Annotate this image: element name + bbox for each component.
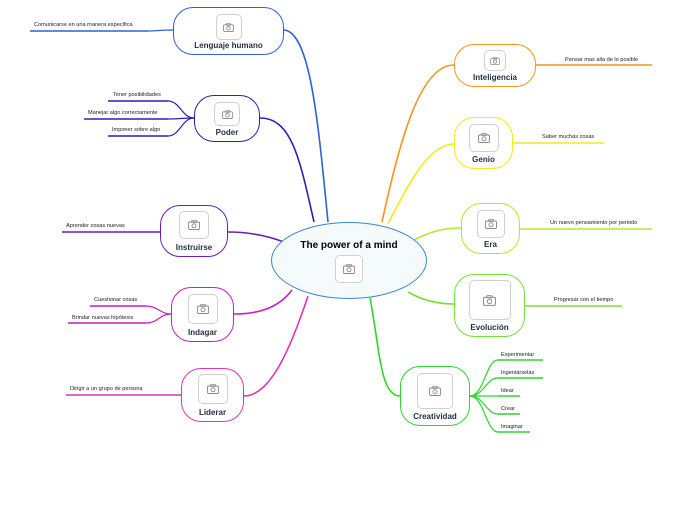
topic-label: Inteligencia (472, 73, 517, 82)
topic-inteligencia[interactable]: Inteligencia (454, 44, 536, 87)
topic-liderar[interactable]: Liderar (181, 368, 244, 422)
branch-inteligencia (381, 64, 455, 223)
leaf-tener-posibilidades[interactable]: Tener posibilidades (113, 92, 161, 98)
camera-icon (417, 373, 453, 409)
branch-evolucion (407, 291, 455, 305)
camera-icon (484, 50, 506, 71)
branch-liderar (243, 295, 309, 397)
leaf-imponer-sobre-algo[interactable]: Imponer sobre algo (112, 127, 161, 133)
branch-instruirse (227, 231, 285, 243)
topic-indagar[interactable]: Indagar (171, 287, 234, 342)
leaf-imaginar[interactable]: Imaginar (501, 424, 523, 430)
leaf-idear[interactable]: Idear (501, 388, 514, 394)
camera-icon (197, 374, 228, 404)
camera-icon (468, 280, 511, 320)
leaf-manejar-algo[interactable]: Manejar algo correctamente (88, 110, 158, 116)
leaf-comunicarse[interactable]: Comunicarse en una manera especifica (34, 22, 133, 28)
branch-poder (259, 117, 315, 223)
camera-icon (476, 210, 505, 238)
branch-lenguaje (283, 29, 329, 223)
topic-lenguaje-humano[interactable]: Lenguaje humano (173, 7, 284, 55)
leaf-aprender-cosas[interactable]: Aprender cosas nuevas (66, 223, 125, 229)
camera-icon (335, 255, 363, 283)
topic-label: Evolución (470, 323, 509, 332)
topic-evolucion[interactable]: Evolución (454, 274, 525, 337)
leaf-pensar-mas-alla[interactable]: Pensar mas alla de lo posible (565, 57, 639, 63)
topic-label: Poder (215, 128, 239, 137)
central-topic[interactable]: The power of a mind (271, 222, 427, 299)
camera-icon (179, 211, 209, 239)
camera-icon (215, 14, 242, 40)
branch-indagar (233, 289, 293, 315)
leaf-nuevo-pensamiento[interactable]: Un nuevo pensamiento por periodo (550, 220, 638, 226)
topic-era[interactable]: Era (461, 203, 520, 254)
branch-creatividad (369, 297, 401, 397)
camera-icon (214, 102, 240, 126)
branch-era (413, 227, 462, 241)
leaf-brindar-hipotesis[interactable]: Brindar nuevas hipótesis (72, 315, 134, 321)
topic-label: Genio (472, 155, 495, 164)
topic-label: Liderar (198, 408, 227, 417)
branch-genio (387, 143, 455, 225)
topic-poder[interactable]: Poder (194, 95, 260, 142)
topic-label: Creatividad (413, 412, 457, 421)
topic-genio[interactable]: Genio (454, 117, 513, 169)
leaf-dirigir-grupo[interactable]: Dirigir a un grupo de persona (70, 386, 143, 392)
central-topic-title: The power of a mind (300, 240, 398, 251)
topic-creatividad[interactable]: Creatividad (400, 366, 470, 426)
leaf-cuestionar-cosas[interactable]: Cuestionar cosas (94, 297, 138, 303)
camera-icon (187, 294, 218, 324)
topic-label: Indagar (188, 328, 217, 337)
leaf-progresar-tiempo[interactable]: Progresar con el tiempo (554, 297, 614, 303)
leaf-saber-muchas-cosas[interactable]: Saber muchas cosas (542, 134, 595, 140)
topic-label: Era (484, 240, 497, 249)
camera-icon (468, 124, 499, 152)
leaf-experimentar[interactable]: Experimentar (501, 352, 535, 358)
topic-label: Lenguaje humano (194, 41, 263, 50)
leaf-ingeniarselas[interactable]: Ingeniárselas (501, 370, 535, 376)
topic-label: Instruirse (175, 243, 213, 252)
leaf-crear[interactable]: Crear (501, 406, 515, 412)
topic-instruirse[interactable]: Instruirse (160, 205, 228, 257)
